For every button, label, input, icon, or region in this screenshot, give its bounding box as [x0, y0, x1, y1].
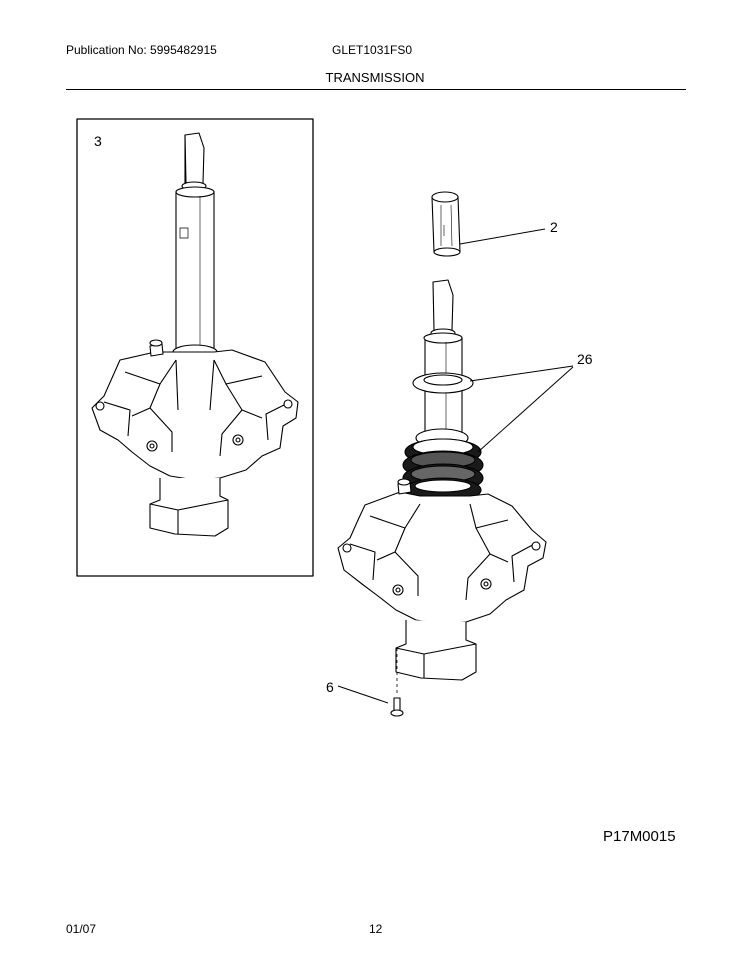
callout-coupling: 2: [550, 219, 558, 235]
diagram-code: P17M0015: [603, 828, 676, 845]
coupling-part: [431, 191, 461, 257]
model-number: GLET1031FS0: [332, 43, 413, 57]
callout-assembly: 3: [94, 133, 102, 149]
assembly-shaft: [172, 132, 218, 360]
callout-screw: 6: [326, 679, 334, 695]
assembly-gearcase: [91, 339, 299, 537]
callout-seals: 26: [577, 351, 593, 367]
publication-number: Publication No: 5995482915: [66, 43, 217, 57]
screw-part: [390, 648, 404, 717]
transmission-gearcase: [337, 478, 547, 681]
section-title: TRANSMISSION: [325, 70, 425, 85]
leader-lines: [337, 228, 574, 704]
washer-part: [412, 372, 474, 394]
seal-stack: [402, 428, 484, 503]
assembly-inset-box: [76, 118, 314, 577]
transmission-shaft: [423, 279, 463, 437]
footer-date: 01/07: [66, 922, 97, 936]
page-number: 12: [369, 922, 383, 936]
header-rule: [66, 89, 686, 90]
